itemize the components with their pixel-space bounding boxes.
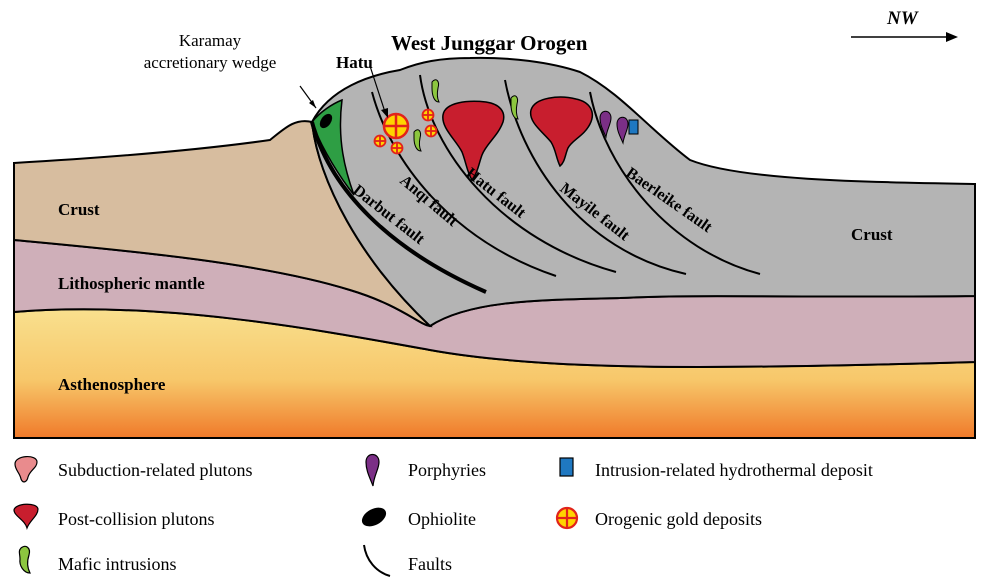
legend: Subduction-related plutons Porphyries In… bbox=[14, 455, 873, 577]
legend-mafic-icon bbox=[19, 546, 30, 573]
legend-fault-label: Faults bbox=[408, 554, 452, 574]
gold-deposit-small-1 bbox=[375, 136, 386, 147]
legend-hydrothermal-label: Intrusion-related hydrothermal deposit bbox=[595, 460, 873, 480]
legend-porphyry-icon bbox=[366, 455, 379, 487]
hatu-label: Hatu bbox=[336, 53, 373, 72]
legend-fault-icon bbox=[364, 545, 390, 576]
crust-right-label: Crust bbox=[851, 225, 893, 244]
karamay-label-line2: accretionary wedge bbox=[144, 53, 277, 72]
legend-post-collision-icon bbox=[14, 504, 38, 528]
gold-deposit-small-2 bbox=[392, 143, 403, 154]
crust-left-label: Crust bbox=[58, 200, 100, 219]
legend-ophiolite-icon bbox=[359, 504, 389, 530]
nw-arrowhead bbox=[946, 32, 958, 42]
legend-subduction-label: Subduction-related plutons bbox=[58, 460, 252, 480]
gold-deposit-small-3 bbox=[423, 110, 434, 121]
lithospheric-mantle-label: Lithospheric mantle bbox=[58, 274, 205, 293]
hydrothermal-deposit bbox=[629, 120, 638, 134]
legend-hydrothermal-icon bbox=[560, 458, 573, 476]
diagram-title: West Junggar Orogen bbox=[391, 31, 588, 55]
asthenosphere-label: Asthenosphere bbox=[58, 375, 166, 394]
gold-deposit-large bbox=[384, 114, 408, 138]
legend-post-collision-label: Post-collision plutons bbox=[58, 509, 215, 529]
legend-porphyry-label: Porphyries bbox=[408, 460, 486, 480]
gold-deposit-small-4 bbox=[426, 126, 437, 137]
direction-label: NW bbox=[886, 8, 919, 29]
legend-gold-label: Orogenic gold deposits bbox=[595, 509, 762, 529]
karamay-arrowhead bbox=[309, 100, 316, 108]
karamay-label-line1: Karamay bbox=[179, 31, 242, 50]
legend-subduction-icon bbox=[15, 457, 37, 482]
legend-gold-icon bbox=[557, 508, 577, 528]
legend-mafic-label: Mafic intrusions bbox=[58, 554, 177, 574]
legend-ophiolite-label: Ophiolite bbox=[408, 509, 476, 529]
